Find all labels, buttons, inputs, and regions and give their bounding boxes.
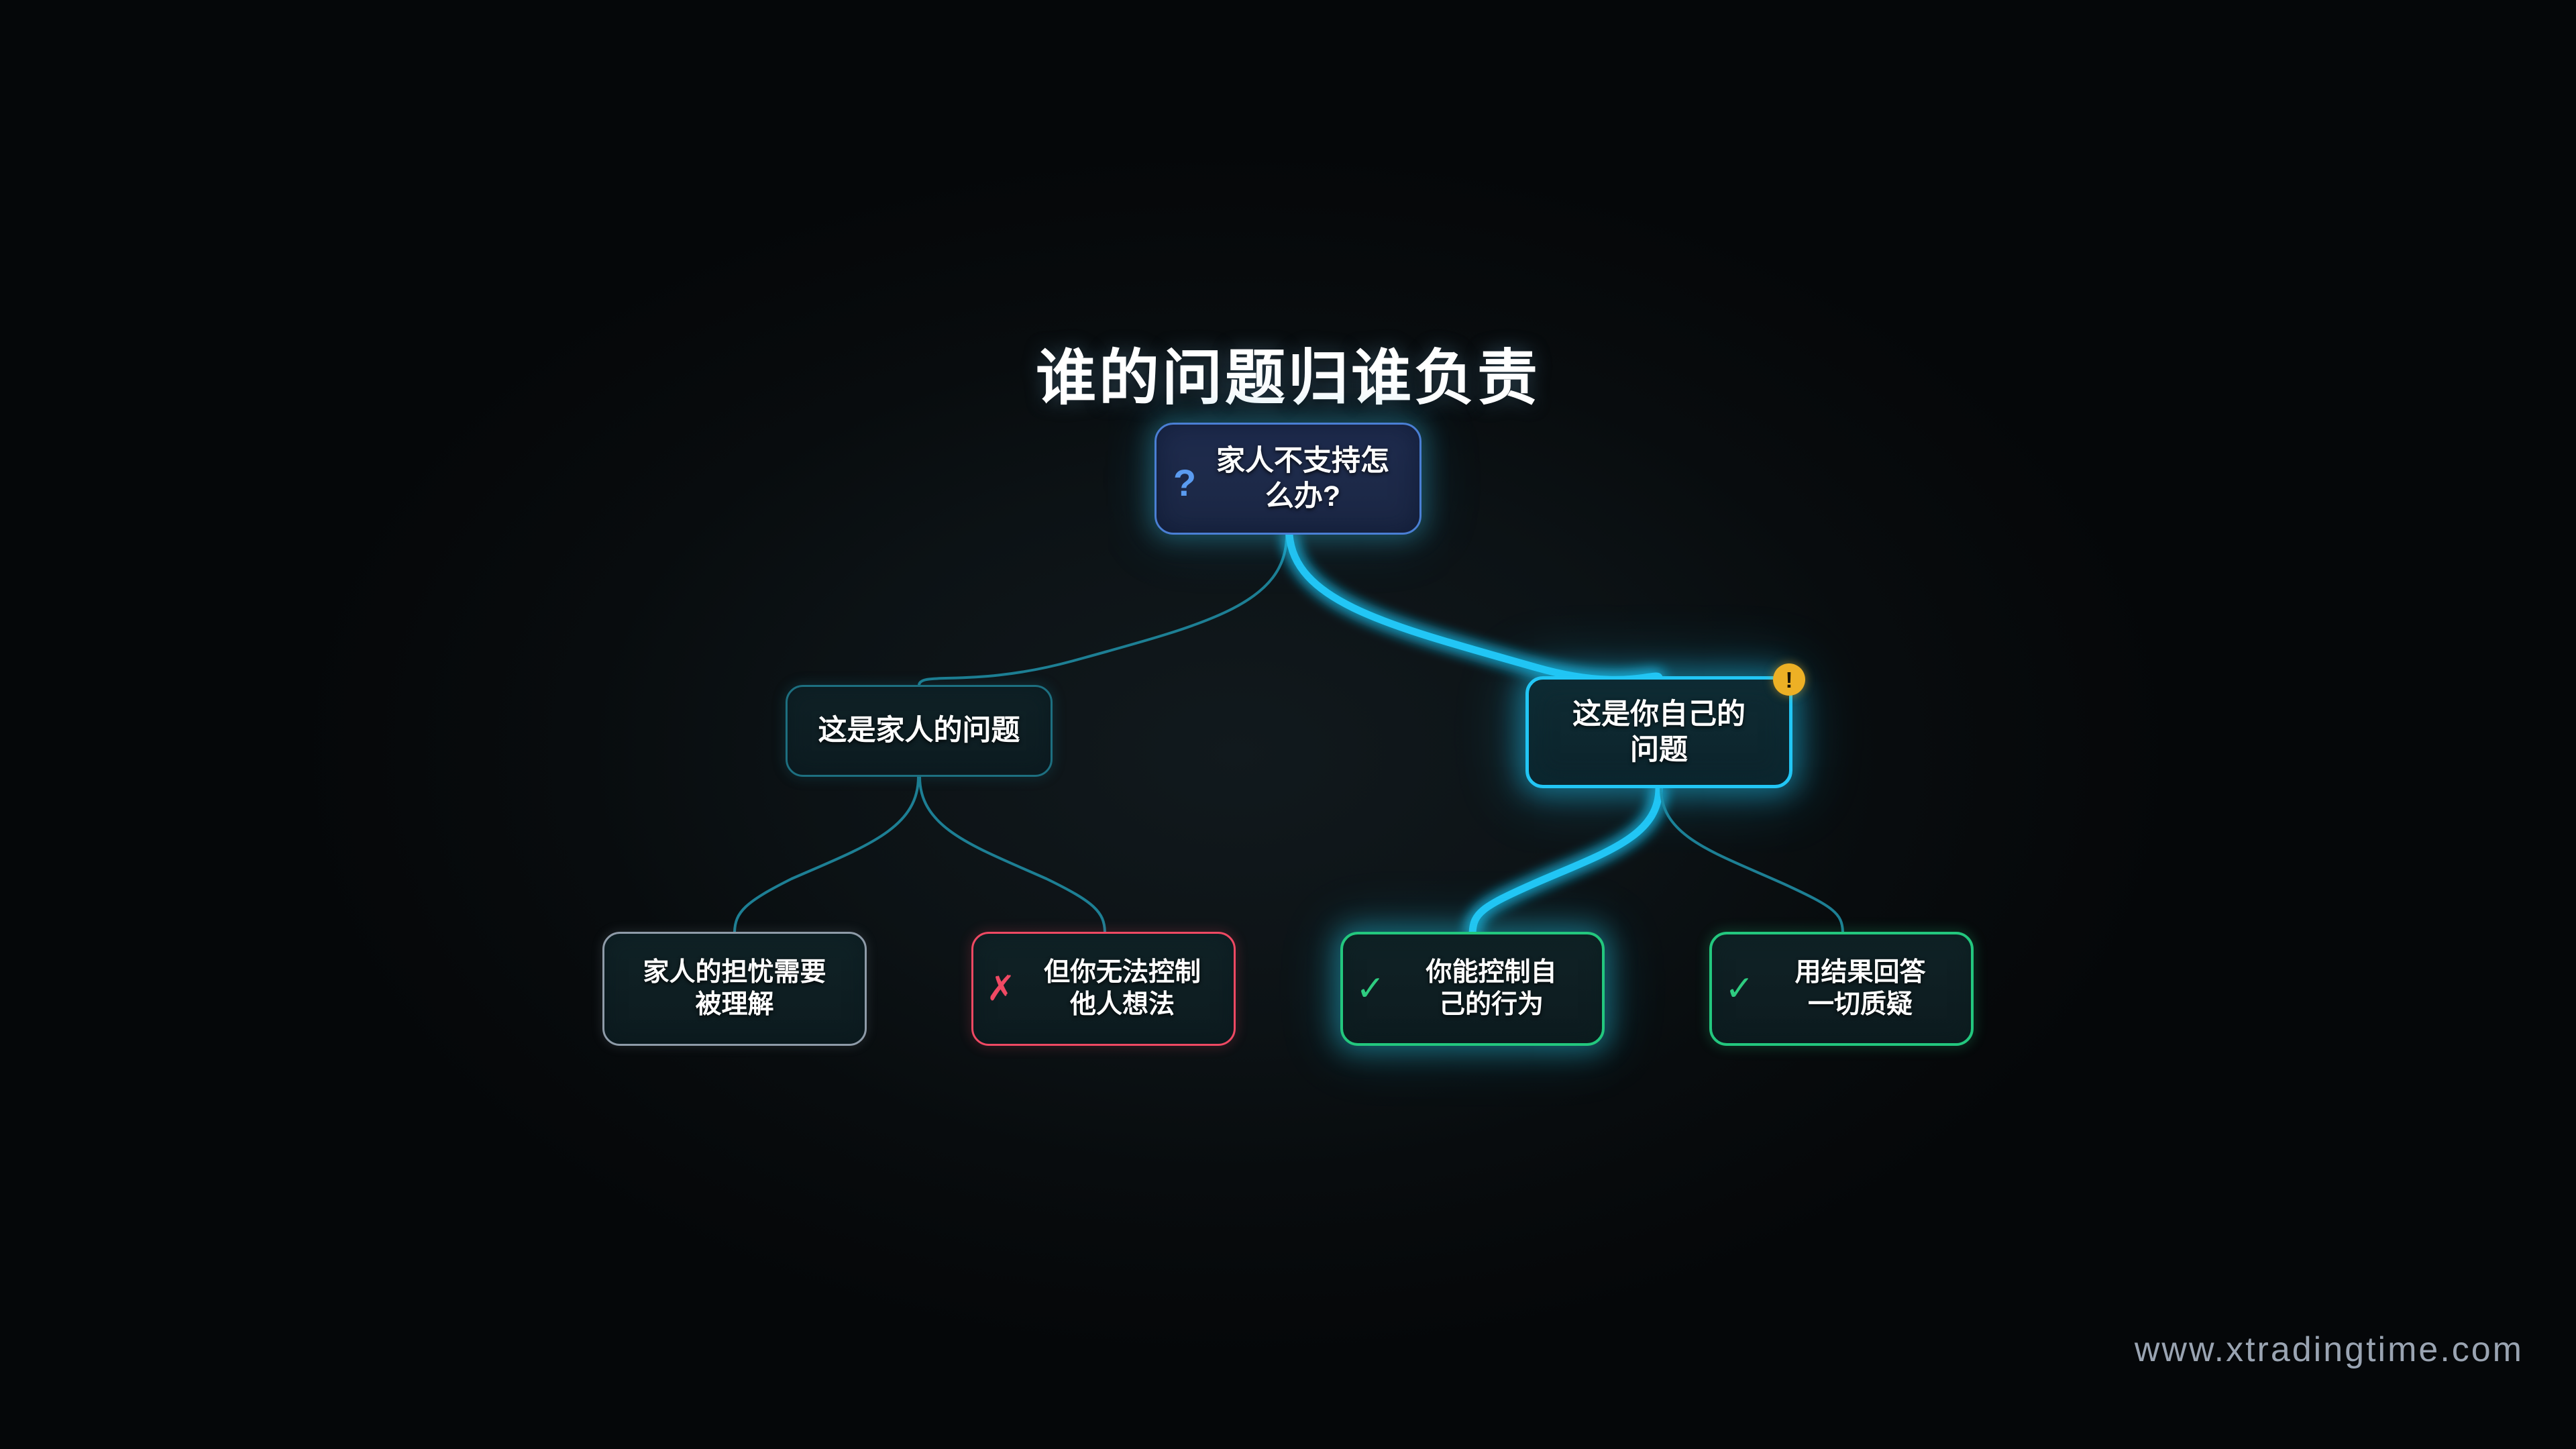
edge-mid-right-to-leaf-4	[1660, 787, 1844, 933]
cross-mark-icon: ✗	[986, 969, 1016, 1008]
question-mark-icon: ?	[1173, 462, 1197, 504]
page-title: 谁的问题归谁负责	[1036, 345, 1540, 412]
check-mark-icon: ✓	[1356, 969, 1385, 1008]
node-root-question[interactable]: ? 家人不支持怎 么办?	[1155, 423, 1421, 535]
node-your-own-problem-label: 这是你自己的 问题	[1572, 698, 1746, 766]
node-family-problem[interactable]: 这是家人的问题	[786, 685, 1053, 777]
node-control-own-behavior-label: 你能控制自 己的行为	[1426, 958, 1557, 1019]
node-family-worry-understood-label: 家人的担忧需要 被理解	[643, 958, 826, 1019]
warning-badge: !	[1773, 663, 1805, 696]
edge-root-to-mid-left	[918, 533, 1288, 686]
node-answer-with-results-label: 用结果回答 一切质疑	[1794, 958, 1926, 1019]
node-cannot-control-others[interactable]: ✗ 但你无法控制 他人想法	[971, 932, 1236, 1046]
edge-mid-right-to-leaf-3	[1468, 784, 1663, 937]
edge-mid-left-to-leaf-2	[918, 775, 1106, 933]
edge-root-to-mid-right	[1285, 531, 1663, 684]
node-answer-with-results[interactable]: ✓ 用结果回答 一切质疑	[1709, 932, 1974, 1046]
check-mark-icon: ✓	[1725, 969, 1754, 1008]
edge-mid-left-to-leaf-1	[733, 775, 920, 933]
node-cannot-control-others-label: 但你无法控制 他人想法	[1043, 958, 1201, 1019]
node-family-problem-label: 这是家人的问题	[818, 714, 1020, 747]
node-root-label: 家人不支持怎 么办?	[1216, 445, 1389, 513]
watermark-url: www.xtradingtime.com	[2134, 1330, 2524, 1369]
node-family-worry-understood[interactable]: 家人的担忧需要 被理解	[602, 932, 867, 1046]
node-your-own-problem[interactable]: 这是你自己的 问题 !	[1525, 663, 1805, 788]
node-control-own-behavior[interactable]: ✓ 你能控制自 己的行为	[1340, 932, 1605, 1046]
